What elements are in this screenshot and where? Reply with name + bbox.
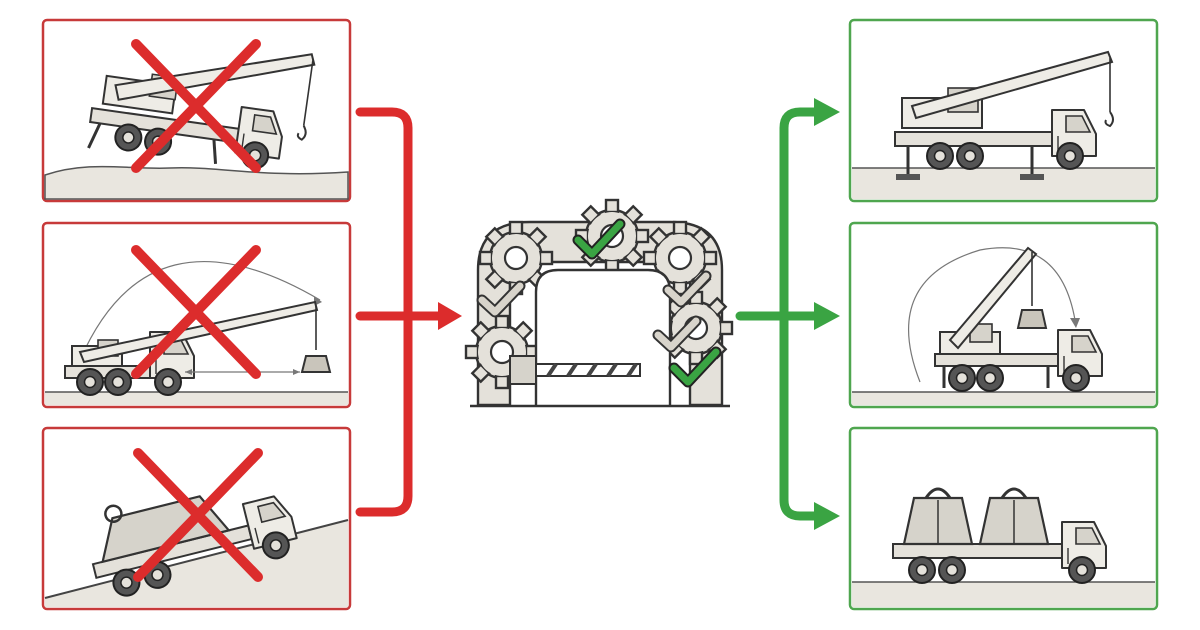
- green-arrow-head: [814, 302, 840, 330]
- panel-wrong-slope-overload: [41, 426, 352, 611]
- green-arrow-head: [814, 98, 840, 126]
- panel-wrong-overreach: [41, 221, 352, 409]
- crane-truck-level: [894, 50, 1114, 180]
- green-bracket-connector: [735, 107, 825, 521]
- panel-correct-short-radius: [848, 221, 1159, 409]
- truck-secured-load: [892, 487, 1107, 584]
- green-arrow-head: [814, 502, 840, 530]
- panel-correct-level-outriggers: [848, 18, 1159, 203]
- red-arrow-head: [438, 302, 462, 330]
- crane-truck-overreach: [64, 300, 332, 396]
- panel-wrong-uneven-ground: [41, 18, 352, 203]
- red-bracket-connector: [355, 107, 445, 517]
- crane-truck-short-radius: [934, 246, 1103, 392]
- panel-correct-secured-load: [848, 426, 1159, 611]
- gear-gate-checkpoint-icon: [464, 198, 734, 408]
